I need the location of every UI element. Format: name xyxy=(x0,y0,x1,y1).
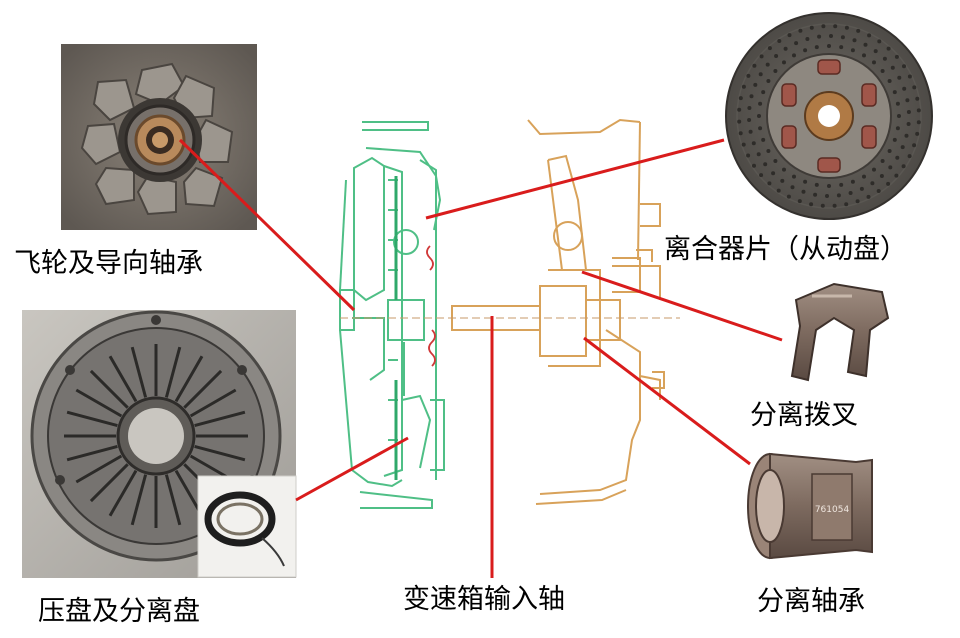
release-bearing-photo: 761054 xyxy=(743,446,886,566)
label-release-bearing: 分离轴承 xyxy=(757,586,865,617)
clutch-disc-photo xyxy=(719,12,940,220)
release-fork-photo xyxy=(776,278,896,390)
label-clutch-disc: 离合器片（从动盘） xyxy=(664,234,907,265)
leader-line-release-bearing xyxy=(583,336,751,466)
leader-line-flywheel xyxy=(178,138,356,312)
label-pressure-plate: 压盘及分离盘 xyxy=(38,596,200,627)
leader-line-pressure-plate xyxy=(295,436,409,502)
release-ring-photo xyxy=(197,475,297,578)
label-flywheel: 飞轮及导向轴承 xyxy=(14,248,203,279)
release-bearing-marking: 761054 xyxy=(815,505,850,515)
label-input-shaft: 变速箱输入轴 xyxy=(403,584,565,615)
flywheel-pilot-bearing-photo xyxy=(61,44,257,230)
leader-lines xyxy=(178,138,783,578)
leader-line-release-fork xyxy=(581,270,783,342)
clutch-cross-section-drawing xyxy=(339,118,680,509)
label-release-fork: 分离拨叉 xyxy=(750,400,858,431)
pressure-plate-photo xyxy=(22,310,296,578)
leader-line-clutch-disc xyxy=(425,138,725,220)
